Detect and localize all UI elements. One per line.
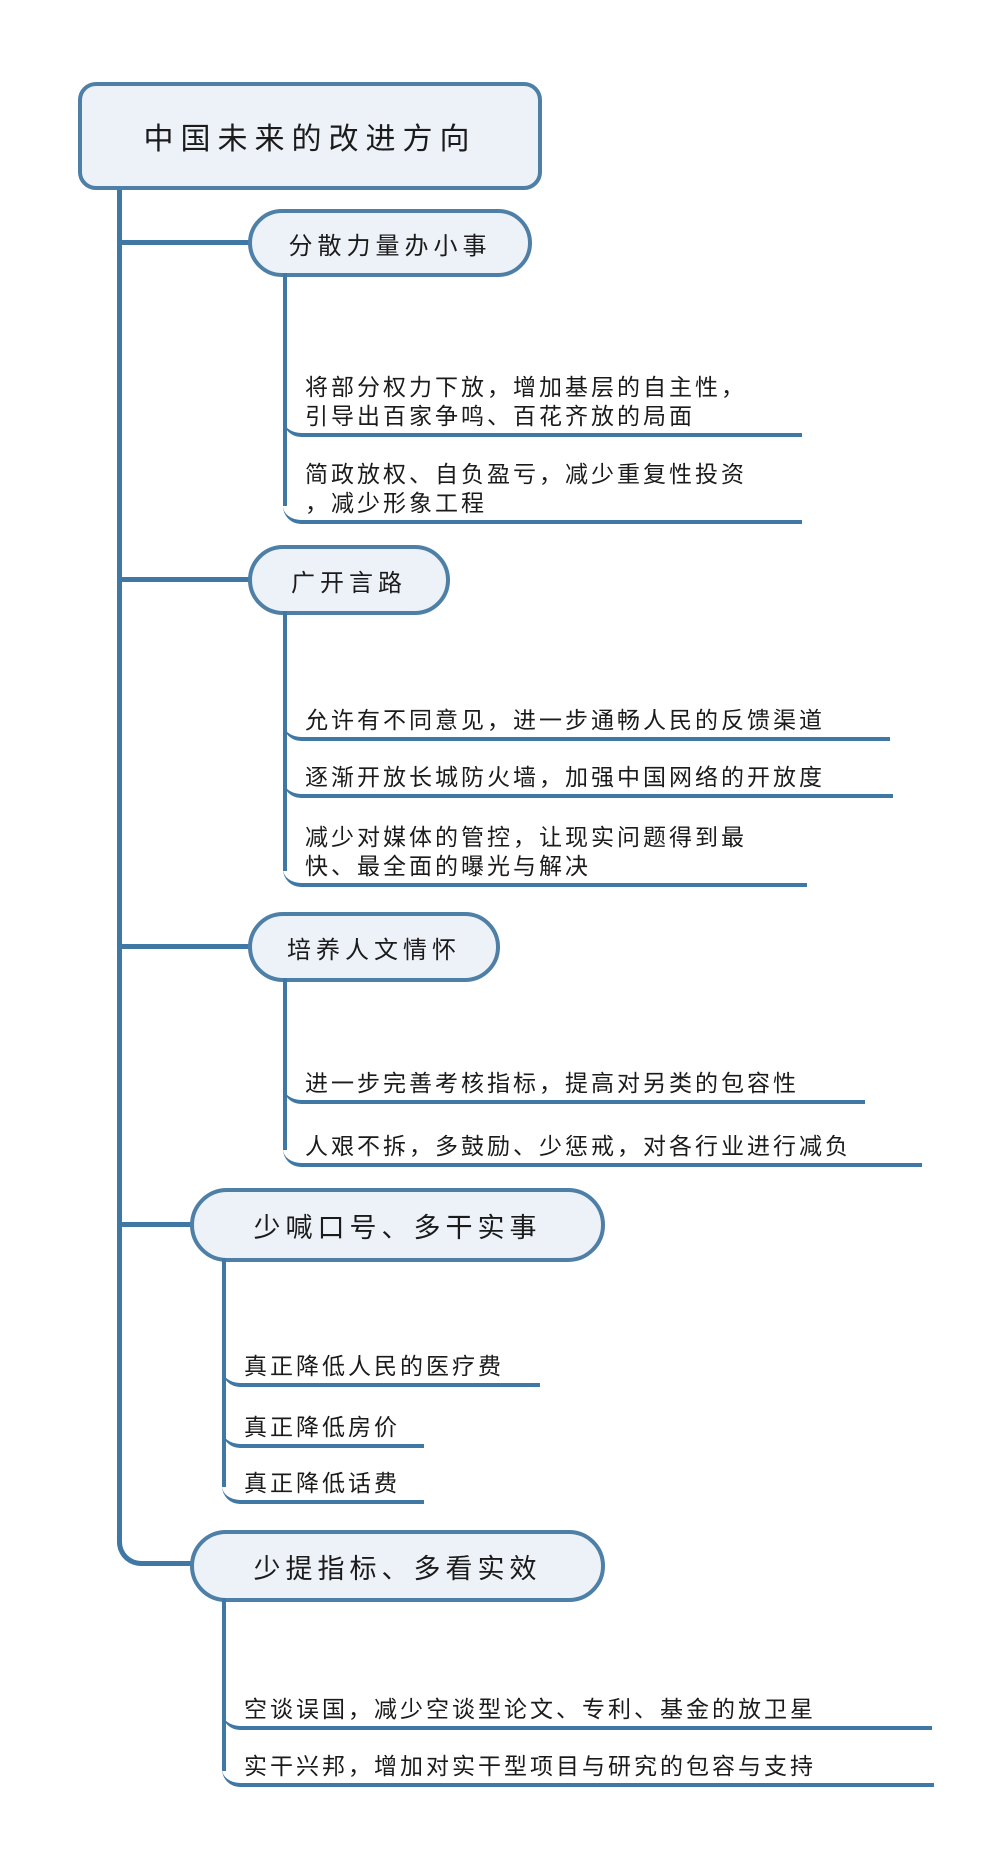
trunk-elbow-branch5: [117, 1470, 195, 1566]
branch4-child2[interactable]: 真正降低房价: [222, 1413, 424, 1448]
branch3-child1-line1: 进一步完善考核指标，提高对另类的包容性: [305, 1071, 799, 1096]
branch1-node[interactable]: 分散力量办小事: [248, 209, 532, 277]
branch3-drop-line: [283, 978, 287, 1150]
branch1-child1[interactable]: 将部分权力下放，增加基层的自主性， 引导出百家争鸣、百花齐放的局面: [283, 373, 802, 437]
branch1-child1-line1: 将部分权力下放，增加基层的自主性，: [305, 375, 747, 400]
branch1-label: 分散力量办小事: [288, 233, 492, 260]
connector-branch4: [120, 1222, 192, 1227]
branch2-child2[interactable]: 逐渐开放长城防火墙，加强中国网络的开放度: [283, 763, 893, 798]
trunk-line: [117, 186, 122, 1520]
branch4-label: 少喊口号、多干实事: [253, 1212, 542, 1243]
branch4-child3-line1: 真正降低话费: [244, 1471, 400, 1496]
branch2-child3-line1: 减少对媒体的管控，让现实问题得到最: [305, 825, 747, 850]
connector-branch1: [120, 240, 250, 245]
branch2-child1-line1: 允许有不同意见，进一步通畅人民的反馈渠道: [305, 708, 825, 733]
connector-branch2: [120, 577, 250, 582]
branch3-label: 培养人文情怀: [287, 937, 461, 964]
branch1-child1-line2: 引导出百家争鸣、百花齐放的局面: [305, 404, 695, 429]
root-node-label: 中国未来的改进方向: [143, 123, 477, 156]
root-node[interactable]: 中国未来的改进方向: [78, 82, 542, 190]
branch4-child2-line1: 真正降低房价: [244, 1415, 400, 1440]
branch4-child3[interactable]: 真正降低话费: [222, 1469, 424, 1504]
bran5-child2[interactable]: 实干兴邦，增加对实干型项目与研究的包容与支持: [222, 1752, 934, 1787]
branch1-child2[interactable]: 简政放权、自负盈亏，减少重复性投资 ，减少形象工程: [283, 460, 802, 524]
connector-branch3: [120, 944, 250, 949]
branch5-node[interactable]: 少提指标、多看实效: [190, 1530, 605, 1602]
branch2-label: 广开言路: [291, 570, 407, 597]
branch2-child3-line2: 快、最全面的曝光与解决: [305, 854, 591, 879]
branch5-child1-line1: 空谈误国，减少空谈型论文、专利、基金的放卫星: [244, 1697, 816, 1722]
branch5-child2-line1: 实干兴邦，增加对实干型项目与研究的包容与支持: [244, 1754, 816, 1779]
branch2-child1[interactable]: 允许有不同意见，进一步通畅人民的反馈渠道: [283, 706, 890, 741]
branch1-child2-line2: ，减少形象工程: [305, 491, 487, 516]
branch1-child2-line1: 简政放权、自负盈亏，减少重复性投资: [305, 462, 747, 487]
branch2-child3[interactable]: 减少对媒体的管控，让现实问题得到最 快、最全面的曝光与解决: [283, 823, 807, 887]
branch2-drop-line: [283, 611, 287, 871]
branch4-child1[interactable]: 真正降低人民的医疗费: [222, 1352, 540, 1387]
branch3-node[interactable]: 培养人文情怀: [248, 912, 500, 982]
branch4-node[interactable]: 少喊口号、多干实事: [190, 1188, 605, 1262]
branch2-node[interactable]: 广开言路: [248, 545, 450, 615]
branch2-child2-line1: 逐渐开放长城防火墙，加强中国网络的开放度: [305, 765, 825, 790]
branch5-label: 少提指标、多看实效: [253, 1553, 542, 1584]
branch3-child2[interactable]: 人艰不拆，多鼓励、少惩戒，对各行业进行减负: [283, 1132, 922, 1167]
branch3-child1[interactable]: 进一步完善考核指标，提高对另类的包容性: [283, 1069, 865, 1104]
branch5-child1[interactable]: 空谈误国，减少空谈型论文、专利、基金的放卫星: [222, 1695, 932, 1730]
branch5-drop-line: [222, 1598, 226, 1771]
branch3-child2-line1: 人艰不拆，多鼓励、少惩戒，对各行业进行减负: [305, 1134, 851, 1159]
branch4-child1-line1: 真正降低人民的医疗费: [244, 1354, 504, 1379]
